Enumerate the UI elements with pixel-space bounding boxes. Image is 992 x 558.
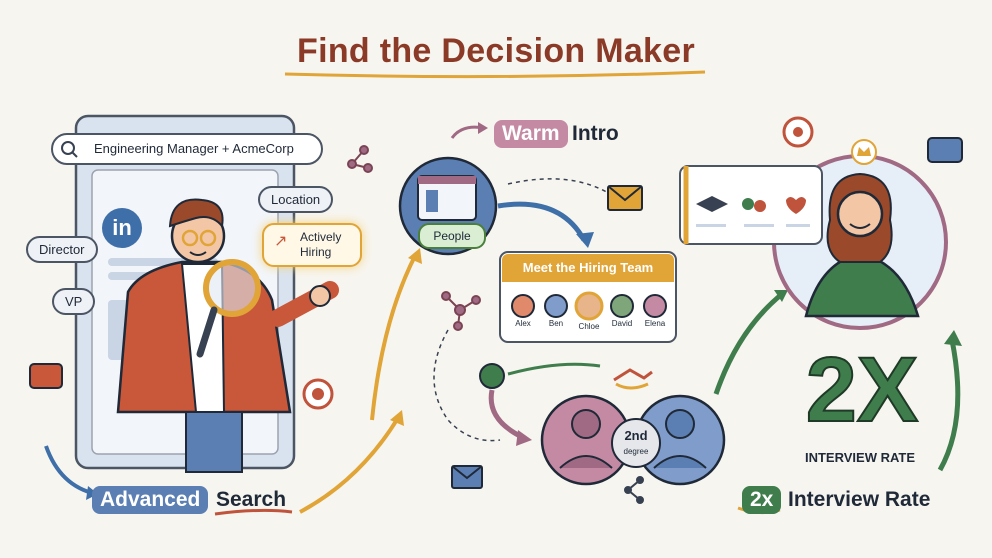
member-name: Ben: [548, 319, 564, 328]
interview-rate-caption: INTERVIEW RATE: [804, 450, 916, 465]
warm-intro-highlight: Warm: [494, 120, 568, 148]
member-avatars: [511, 291, 667, 321]
degree-number: 2nd: [624, 428, 648, 443]
warm-intro-word: Intro: [572, 122, 619, 145]
search-icon: [61, 141, 75, 155]
member-name: David: [611, 319, 633, 328]
flow-arrow: [497, 201, 587, 242]
growth-arrow: [937, 339, 961, 472]
network-icon: [624, 476, 644, 504]
advanced-search-word: Search: [216, 488, 287, 511]
filter-director[interactable]: Director: [26, 236, 98, 263]
degree-label: degree: [623, 447, 649, 456]
growth-arrow: [370, 253, 418, 421]
title-underline: [284, 70, 706, 79]
member-name: Elena: [644, 319, 666, 328]
handshake-icon: [613, 368, 653, 390]
growth-arrow: [299, 416, 400, 514]
briefcase-icon: [29, 363, 63, 389]
search-query[interactable]: Engineering Manager + AcmeCorp: [94, 141, 294, 156]
page-title: Find the Decision Maker: [297, 32, 695, 70]
advanced-search-highlight: Advanced: [92, 486, 209, 514]
degree-badge: 2nd degree: [611, 418, 661, 468]
flow-arrow: [488, 389, 526, 441]
heart-icon: [786, 197, 806, 214]
people-button[interactable]: People: [418, 223, 486, 249]
network-icon: [347, 145, 373, 173]
filter-actively-hiring[interactable]: ↗ Actively Hiring: [262, 223, 362, 267]
filter-location[interactable]: Location: [258, 186, 334, 213]
actively-hiring-label: Actively Hiring: [300, 230, 342, 259]
interview-rate-word: Interview Rate: [788, 488, 931, 511]
arrow-up-right-icon: ↗: [274, 233, 288, 250]
team-icon: [742, 198, 754, 210]
hiring-team-title: Meet the Hiring Team: [502, 254, 674, 282]
graduation-cap-icon: [696, 196, 728, 212]
magnifier-icon: [203, 259, 261, 317]
linkedin-logo: in: [102, 208, 142, 248]
network-icon: [441, 291, 481, 331]
member-name: Chloe: [578, 322, 600, 331]
search-bar: [51, 133, 323, 165]
member-name: Alex: [515, 319, 531, 328]
interview-rate-highlight: 2x: [742, 486, 782, 514]
growth-arrow: [713, 292, 784, 395]
filter-vp[interactable]: VP: [52, 288, 96, 315]
interview-rate-metric: 2X: [805, 339, 920, 441]
briefcase-icon: [927, 137, 963, 163]
